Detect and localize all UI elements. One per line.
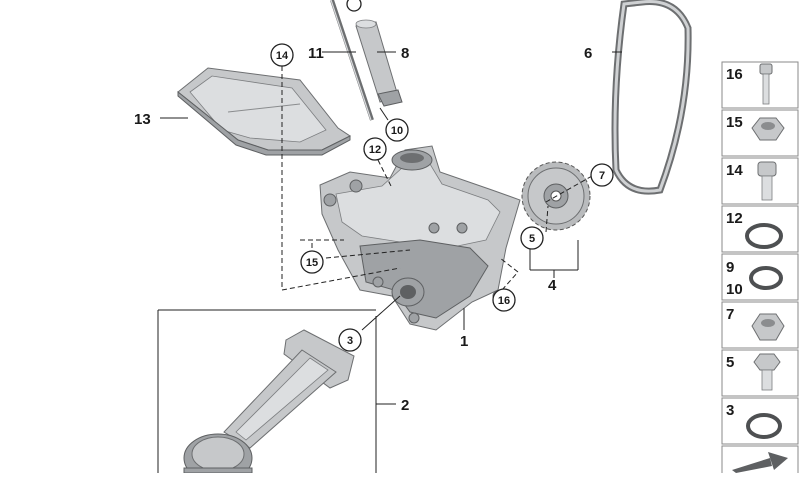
callout-12: 12 <box>363 137 387 161</box>
guide-tube[interactable] <box>355 19 403 107</box>
callout-8: 8 <box>401 45 409 62</box>
callout-16: 16 <box>492 288 516 312</box>
callout-14: 14 <box>270 43 294 67</box>
svg-text:16: 16 <box>498 295 510 307</box>
legend-label-3: 3 <box>726 402 734 419</box>
callout-11: 11 <box>308 45 324 62</box>
bolt-icon <box>759 63 773 105</box>
flange-bolt-icon <box>753 353 781 391</box>
legend-cell-partial <box>721 445 799 477</box>
parts-legend: 16 15 14 12 <box>721 61 799 477</box>
svg-text:15: 15 <box>306 257 318 269</box>
o-ring-icon <box>745 223 783 249</box>
drive-chain[interactable] <box>611 0 692 195</box>
legend-label-7: 7 <box>726 306 734 323</box>
suction-pipe[interactable] <box>183 329 355 478</box>
legend-cell-14[interactable]: 14 <box>721 157 799 205</box>
callout-1: 1 <box>460 333 468 350</box>
callout-2: 2 <box>401 397 409 414</box>
dipstick-rod[interactable] <box>330 0 374 121</box>
heat-shield-plate[interactable] <box>177 67 351 156</box>
socket-bolt-icon <box>757 161 777 201</box>
legend-cell-5[interactable]: 5 <box>721 349 799 397</box>
legend-label-5: 5 <box>726 354 734 371</box>
callout-7: 7 <box>590 163 614 187</box>
callout-15: 15 <box>300 250 324 274</box>
legend-cell-3[interactable]: 3 <box>721 397 799 445</box>
legend-label-15: 15 <box>726 114 743 131</box>
legend-cell-16[interactable]: 16 <box>721 61 799 109</box>
svg-text:10: 10 <box>391 125 403 137</box>
hex-nut-icon <box>751 117 785 141</box>
legend-label-12: 12 <box>726 210 743 227</box>
svg-text:3: 3 <box>347 335 353 347</box>
seal-ring-top <box>346 0 362 12</box>
callout-3: 3 <box>338 328 362 352</box>
legend-label-14: 14 <box>726 162 743 179</box>
legend-cell-7[interactable]: 7 <box>721 301 799 349</box>
legend-cell-15[interactable]: 15 <box>721 109 799 157</box>
callout-10: 10 <box>385 118 409 142</box>
hex-nut-icon <box>751 313 785 341</box>
oil-pump-body[interactable] <box>319 145 521 331</box>
legend-label-10: 10 <box>726 281 743 298</box>
arrow-icon <box>732 452 788 473</box>
svg-text:14: 14 <box>276 50 289 62</box>
o-ring-icon <box>749 266 783 290</box>
o-ring-icon <box>746 413 782 439</box>
callout-5: 5 <box>520 226 544 250</box>
legend-label-9: 9 <box>726 259 734 276</box>
legend-cell-12[interactable]: 12 <box>721 205 799 253</box>
svg-text:5: 5 <box>529 233 535 245</box>
callout-6: 6 <box>584 45 592 62</box>
legend-cell-9-10[interactable]: 9 10 <box>721 253 799 301</box>
svg-text:12: 12 <box>369 144 381 156</box>
legend-label-16: 16 <box>726 66 743 83</box>
svg-text:7: 7 <box>599 170 605 182</box>
callout-4: 4 <box>548 277 557 294</box>
callout-13: 13 <box>134 111 151 128</box>
leader-lines <box>157 51 622 473</box>
